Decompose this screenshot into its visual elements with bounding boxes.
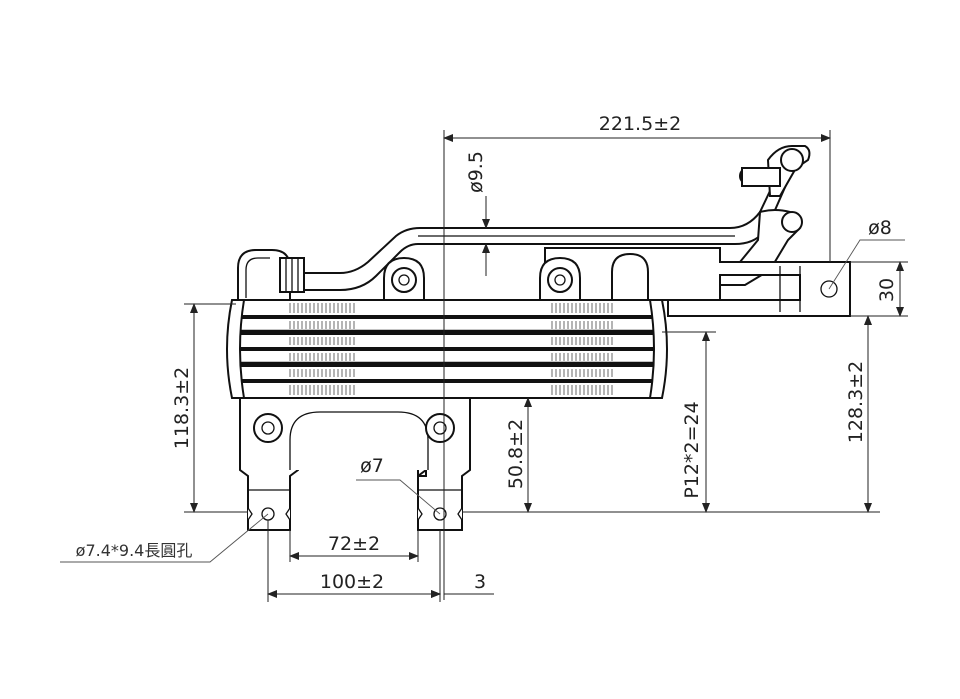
- offset-label: 3: [474, 571, 486, 593]
- pitch-label: P12*2=24: [681, 401, 703, 498]
- bracket-hole-label: ø8: [868, 217, 892, 239]
- fins-left: [289, 303, 355, 395]
- mount-height-label: 50.8±2: [505, 419, 527, 489]
- top-lugs: [383, 252, 649, 303]
- hole-dia-label: ø7: [360, 455, 384, 477]
- slot-hole-label: ø7.4*9.4長圓孔: [76, 541, 193, 560]
- body-height-label: 118.3±2: [171, 367, 193, 449]
- dimension-lines: [60, 130, 908, 602]
- cooler-assembly: [226, 145, 851, 531]
- tube-diameter-label: ø9.5: [465, 151, 487, 193]
- fins-right: [551, 303, 613, 395]
- left-elbow: [237, 249, 305, 301]
- bracket-height-label: 30: [876, 278, 898, 302]
- dimension-labels: 221.5±2 ø9.5 ø8 30 128.3±2 118.3±2 50.8±…: [76, 113, 898, 593]
- core-stack: [226, 299, 668, 399]
- inner-span-label: 72±2: [328, 533, 380, 555]
- total-height-label: 128.3±2: [845, 361, 867, 443]
- overall-width-label: 221.5±2: [599, 113, 681, 135]
- outer-span-label: 100±2: [320, 571, 384, 593]
